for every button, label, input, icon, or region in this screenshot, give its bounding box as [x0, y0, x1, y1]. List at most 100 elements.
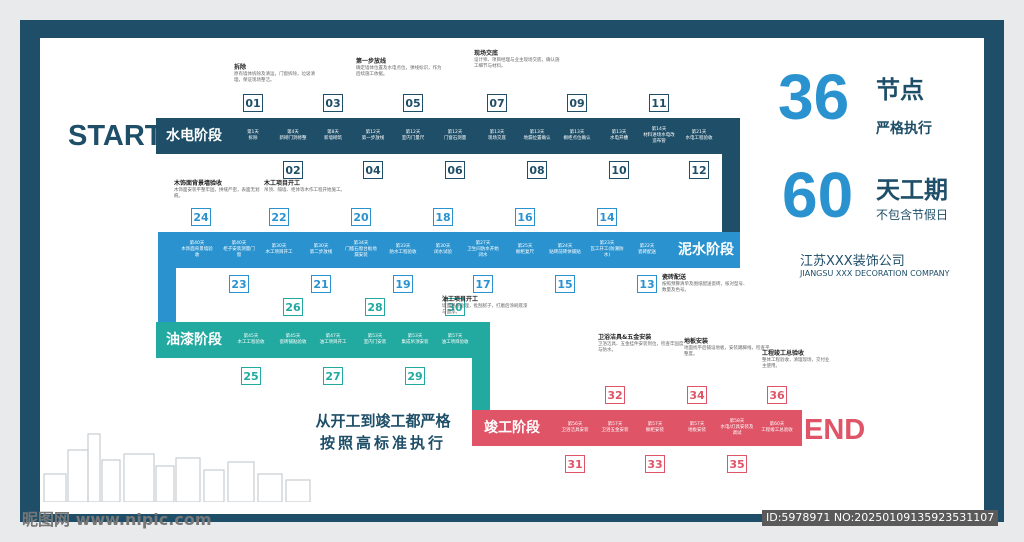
- node-number-11: 11: [649, 94, 669, 112]
- node-cell-32: 第57天卫浴五金安装: [601, 422, 629, 433]
- node-cell-19: 第33天防水工程验收: [389, 244, 417, 255]
- node-cell-36: 第60天工程竣工总验收: [761, 422, 793, 433]
- node-number-13: 13: [637, 275, 657, 293]
- node-cell-12: 第21天水电工程验收: [685, 130, 713, 141]
- stage-label-painting: 油漆阶段: [166, 332, 222, 348]
- node-number-14: 14: [597, 208, 617, 226]
- node-cell-20: 第34天门槛石窗台板地漏安装: [345, 241, 377, 258]
- node-cell-15: 第24天贴砖前砖体铺贴: [549, 244, 581, 255]
- node-number-08: 08: [527, 161, 547, 179]
- node-number-35: 35: [727, 455, 747, 473]
- watermark-id: ID:5978971 NO:20250109135923531107: [762, 510, 999, 526]
- band-stage2: [158, 232, 740, 268]
- node-number-05: 05: [403, 94, 423, 112]
- node-cell-21: 第30天第二步放线: [309, 244, 333, 255]
- node-cell-25: 第45天木工工程验收: [237, 334, 265, 345]
- node-number-21: 21: [311, 275, 331, 293]
- node-number-12: 12: [689, 161, 709, 179]
- node-cell-09: 第13天橱柜点位确认: [563, 130, 591, 141]
- milestones-title: 节点: [876, 76, 924, 104]
- watermark-site: 昵图网 www.nipic.com: [22, 510, 212, 529]
- band-stage1: [156, 118, 740, 154]
- node-number-32: 32: [605, 386, 625, 404]
- node-number-10: 10: [609, 161, 629, 179]
- duration-days: 60: [782, 159, 854, 231]
- slogan: 从开工到竣工都严格 按照高标准执行: [308, 410, 458, 454]
- node-cell-31: 第56天卫浴洁具安装: [561, 422, 589, 433]
- watermark-bar: 昵图网 www.nipic.com ID:5978971 NO:20250109…: [0, 502, 1024, 542]
- node-cell-26: 第45天瓷砖铺贴验收: [279, 334, 307, 345]
- node-number-03: 03: [323, 94, 343, 112]
- band-stage3: [156, 322, 490, 358]
- node-number-30: 30: [445, 298, 465, 316]
- note-36: 工程竣工总验收整体工程验收，清理现场，交付业主使用。: [762, 350, 830, 369]
- note-24: 木饰面背景墙验收木饰面安装平整牢固，拼缝严密，表面无划痕。: [174, 180, 260, 199]
- node-cell-13: 第22天瓷砖配送: [638, 244, 656, 255]
- note-34: 地板安装地面找平后铺设地板，安装踢脚线，检查平整度。: [684, 338, 770, 357]
- node-cell-07: 第13天现场交底: [488, 130, 506, 141]
- node-number-06: 06: [445, 161, 465, 179]
- node-number-01: 01: [243, 94, 263, 112]
- node-cell-16: 第25天橱柜复尺: [516, 244, 534, 255]
- node-number-34: 34: [687, 386, 707, 404]
- node-cell-14: 第23天瓦工开工(防潮防水): [590, 241, 624, 258]
- end-label: END: [804, 414, 866, 446]
- node-number-15: 15: [555, 275, 575, 293]
- node-number-27: 27: [323, 367, 343, 385]
- slogan-line-2: 按照高标准执行: [319, 434, 446, 452]
- node-number-16: 16: [515, 208, 535, 226]
- node-cell-28: 第53天室内门安装: [363, 334, 387, 345]
- duration-subtitle: 不包含节假日: [876, 208, 949, 222]
- node-number-29: 29: [405, 367, 425, 385]
- node-cell-03: 第8天新墙砌筑: [324, 130, 342, 141]
- company-name-cn: 江苏XXX装饰公司: [800, 254, 905, 269]
- node-number-36: 36: [767, 386, 787, 404]
- node-cell-08: 第13天地漏位置确认: [523, 130, 551, 141]
- node-cell-30: 第57天油工项目验收: [441, 334, 469, 345]
- node-number-24: 24: [191, 208, 211, 226]
- node-number-26: 26: [283, 298, 303, 316]
- node-cell-18: 第30天闭水试验: [434, 244, 452, 255]
- node-number-22: 22: [269, 208, 289, 226]
- node-number-23: 23: [229, 275, 249, 293]
- note-30: 油工项目开工墙面基层处理，批刮腻子，打磨后涂刷底漆与面漆。: [442, 296, 528, 315]
- node-cell-22: 第30天木工项目开工: [265, 244, 293, 255]
- company-name-en: JIANGSU XXX DECORATION COMPANY: [800, 269, 950, 278]
- stage-label-plumbing-electrical: 水电阶段: [166, 128, 222, 144]
- node-cell-35: 第58天水电/灯具安装及调试: [720, 419, 754, 436]
- node-number-25: 25: [241, 367, 261, 385]
- milestones-count: 36: [778, 61, 850, 133]
- note-13: 瓷砖配送按照预算清单及图纸配送瓷砖，核对型号、数量及色号。: [662, 274, 748, 293]
- node-number-09: 09: [567, 94, 587, 112]
- note-32: 卫浴洁具&五金安装卫浴洁具、五金挂件安装到位，检查牢固度与防水。: [598, 334, 684, 353]
- slogan-line-1: 从开工到竣工都严格: [315, 412, 451, 430]
- node-number-02: 02: [283, 161, 303, 179]
- node-cell-23: 第40天柜子安装测量门窗: [223, 241, 255, 258]
- node-cell-11: 第14天材料进场水电改造布管: [643, 127, 675, 144]
- node-cell-17: 第27天卫生间防水开始闭水: [467, 241, 499, 258]
- node-cell-05: 第12天室内门量尺: [401, 130, 425, 141]
- note-01: 拆除原有墙体拆除及清运，门窗拆除，垃圾清理，保证现场整洁。: [234, 64, 315, 83]
- node-number-04: 04: [363, 161, 383, 179]
- band-stage4: [472, 410, 802, 446]
- node-number-18: 18: [433, 208, 453, 226]
- node-cell-04: 第12天第一步放线: [361, 130, 385, 141]
- node-cell-06: 第12天门窗石测量: [443, 130, 467, 141]
- node-cell-29: 第53天集成吊顶安装: [401, 334, 429, 345]
- node-number-17: 17: [473, 275, 493, 293]
- node-number-20: 20: [351, 208, 371, 226]
- node-cell-01: 第1天拆除: [247, 130, 259, 141]
- city-skyline-illustration: [43, 433, 311, 502]
- node-cell-24: 第40天木饰面背景墙验收: [181, 241, 213, 258]
- note-22: 木工项目开工吊顶、隔墙、柜体等木作工程开始施工。: [264, 180, 345, 193]
- node-number-19: 19: [393, 275, 413, 293]
- node-number-07: 07: [487, 94, 507, 112]
- node-cell-27: 第47天油工项目开工: [319, 334, 347, 345]
- node-number-31: 31: [565, 455, 585, 473]
- node-number-28: 28: [365, 298, 385, 316]
- node-cell-34: 第57天地板安装: [688, 422, 706, 433]
- note-07: 现场交底设计师、项目经理与业主现场交底，确认施工细节与材料。: [474, 50, 560, 69]
- duration-title: 天工期: [876, 176, 948, 204]
- note-04: 第一步放线确定墙体位置及水电点位，弹线标识，作为后续施工依据。: [356, 58, 442, 77]
- stage-label-masonry: 泥水阶段: [678, 242, 734, 258]
